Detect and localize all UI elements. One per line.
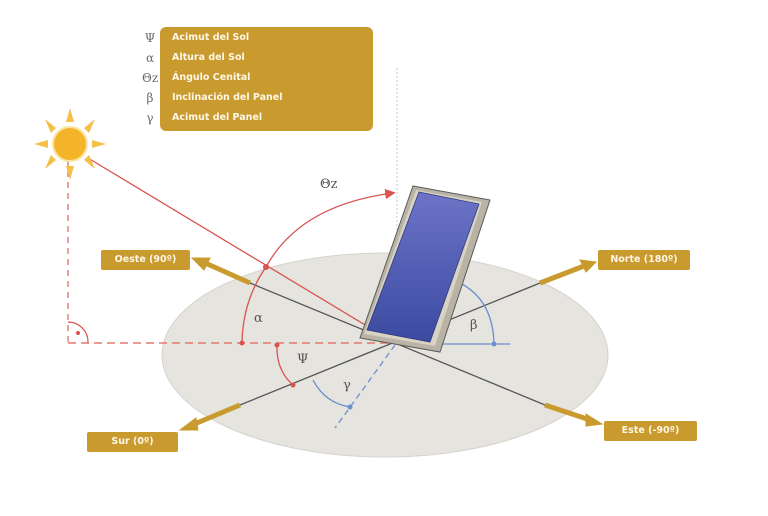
east-label: Este (-90º) xyxy=(604,421,697,441)
panel-tilt-arc xyxy=(459,282,495,345)
legend-item-panel-tilt: β Inclinación del Panel xyxy=(147,88,400,108)
direction-arrows xyxy=(178,257,604,431)
zenith-angle-arc xyxy=(265,188,396,268)
legend-label: Altura del Sol xyxy=(172,52,245,63)
sun-azimuth-arc xyxy=(276,344,294,386)
north-label: Norte (180º) xyxy=(598,250,690,270)
solar-panel xyxy=(359,185,491,353)
altitude-angle-label: α xyxy=(254,311,263,326)
south-north-axis xyxy=(239,282,541,406)
legend-label: Inclinación del Panel xyxy=(172,92,283,103)
ground-plane xyxy=(161,252,609,458)
legend-label: Ángulo Cenital xyxy=(172,72,251,83)
alpha-symbol: α xyxy=(145,51,155,65)
legend-item-sun-altitude: α Altura del Sol xyxy=(146,48,400,68)
panel-tilt-label: β xyxy=(470,318,478,333)
sun-ray xyxy=(87,157,396,344)
south-label: Sur (0º) xyxy=(87,432,178,452)
panel-azimuth-arc xyxy=(312,379,351,408)
west-label: Oeste (90º) xyxy=(101,250,190,270)
zenith-angle-label: Θz xyxy=(320,177,338,192)
altitude-angle-arc xyxy=(241,266,267,343)
sun-icon xyxy=(34,108,106,180)
psi-symbol: Ψ xyxy=(144,31,156,45)
sun-azimuth-label: Ψ xyxy=(297,352,309,367)
legend-item-panel-azimuth: γ Acimut del Panel xyxy=(146,108,400,128)
legend-box: Ψ Acimut del Sol α Altura del Sol Θz Áng… xyxy=(142,27,373,131)
legend-item-zenith-angle: Θz Ángulo Cenital xyxy=(142,68,400,88)
legend-label: Acimut del Sol xyxy=(172,32,250,43)
right-angle-marker xyxy=(67,321,89,344)
panel-normal-projection xyxy=(334,344,396,429)
beta-symbol: β xyxy=(146,91,154,105)
legend-item-sun-azimuth: Ψ Acimut del Sol xyxy=(145,28,400,48)
gamma-symbol: γ xyxy=(146,111,154,125)
panel-azimuth-label: γ xyxy=(343,378,351,393)
legend-label: Acimut del Panel xyxy=(172,112,263,123)
theta-z-symbol: Θz xyxy=(142,71,159,85)
